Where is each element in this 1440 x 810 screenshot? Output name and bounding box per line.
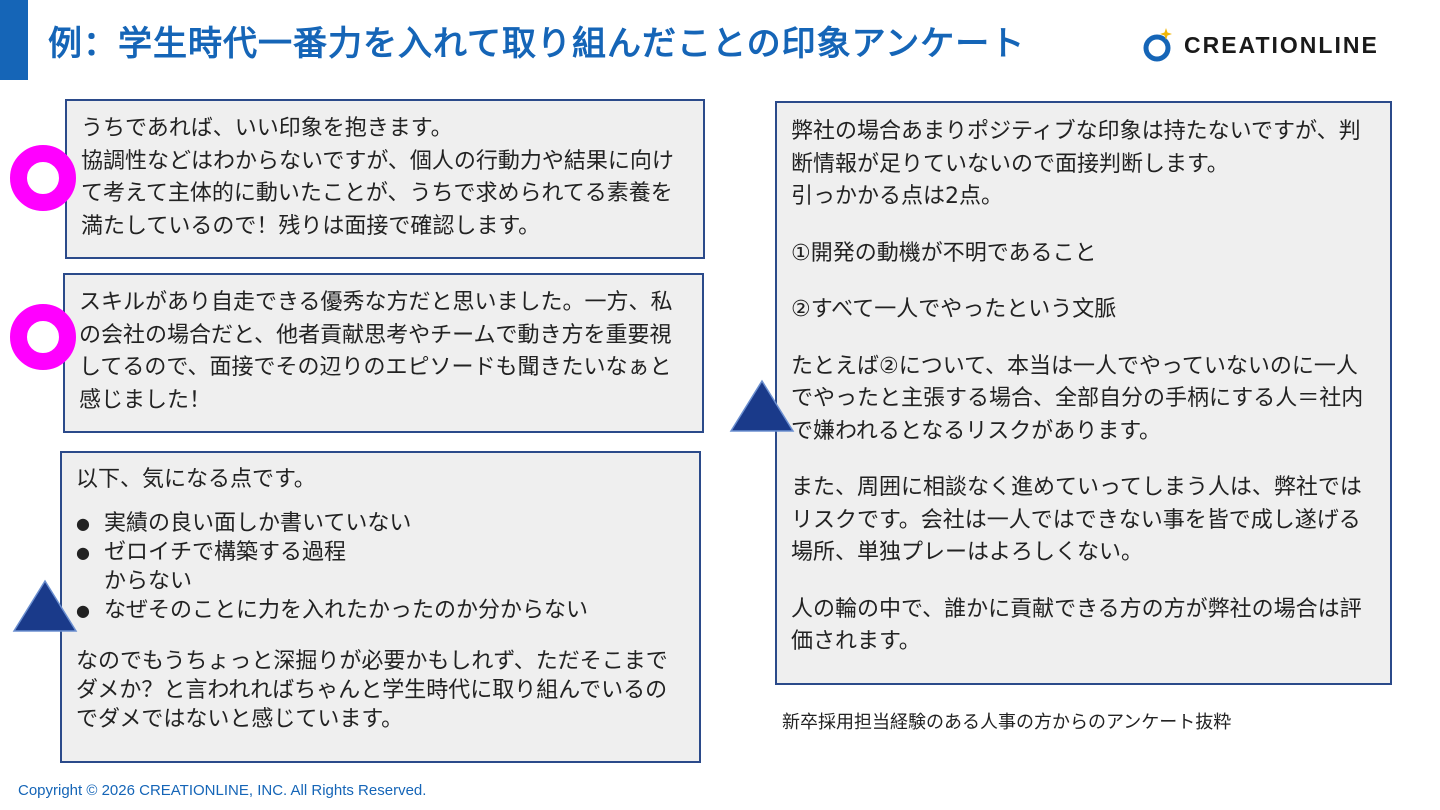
logo-text: CREATIONLINE — [1184, 32, 1379, 58]
survey-card-2: スキルがあり自走できる優秀な方だと思いました。一方、私の会社の場合だと、他者貢献… — [63, 273, 704, 433]
copyright-footer: Copyright © 2026 CREATIONLINE, INC. All … — [18, 782, 427, 799]
card-text: 人の輪の中で、誰かに貢献できる方の方が弊社の場合は評価されます。 — [791, 596, 1362, 655]
card-text: 以下、気になる点です。 — [76, 467, 316, 492]
list-item: なぜそのことに力を入れたかったのか分からない — [76, 596, 687, 625]
list-item: ゼロイチで構築する過程 からない — [76, 538, 687, 596]
survey-card-3: 以下、気になる点です。 実績の良い面しか書いていない ゼロイチで構築する過程 か… — [60, 451, 701, 763]
card-text: 協調性などはわからないですが、個人の行動力や結果に向けて考えて主体的に動いたこと… — [81, 148, 674, 239]
title-accent-bar — [0, 0, 28, 80]
triangle-mark-icon — [729, 379, 795, 432]
card-text: ②すべて一人でやったという文脈 — [791, 297, 1117, 322]
concern-list: 実績の良い面しか書いていない ゼロイチで構築する過程 からない なぜそのことに力… — [76, 509, 687, 625]
card-text: 弊社の場合あまりポジティブな印象は持たないですが、判断情報が足りていないので面接… — [791, 119, 1361, 209]
card-text: たとえば②について、本当は一人でやっていないのに一人でやったと主張する場合、全部… — [791, 353, 1364, 444]
survey-card-4: 弊社の場合あまりポジティブな印象は持たないですが、判断情報が足りていないので面接… — [775, 101, 1392, 685]
circle-mark-icon — [10, 304, 76, 370]
list-item: 実績の良い面しか書いていない — [76, 509, 687, 538]
logo-ring-icon — [1143, 28, 1172, 62]
card-text: ①開発の動機が不明であること — [791, 240, 1097, 266]
circle-mark-icon — [10, 145, 76, 211]
triangle-mark-icon — [12, 579, 78, 632]
card-text: なのでもうちょっと深掘りが必要かもしれず、ただそこまでダメか？と言われればちゃん… — [76, 649, 668, 732]
creationline-logo: CREATIONLINE — [1140, 24, 1390, 68]
page-title: 例：学生時代一番力を入れて取り組んだことの印象アンケート — [48, 24, 1026, 64]
survey-card-1: うちであれば、いい印象を抱きます。 協調性などはわからないですが、個人の行動力や… — [65, 99, 705, 259]
source-caption: 新卒採用担当経験のある人事の方からのアンケート抜粋 — [782, 712, 1232, 733]
card-text: スキルがあり自走できる優秀な方だと思いました。一方、私の会社の場合だと、他者貢献… — [79, 290, 673, 413]
card-text: うちであれば、いい印象を抱きます。 — [81, 116, 453, 141]
card-text: また、周囲に相談なく進めていってしまう人は、弊社ではリスクです。会社は一人ではで… — [791, 475, 1362, 565]
